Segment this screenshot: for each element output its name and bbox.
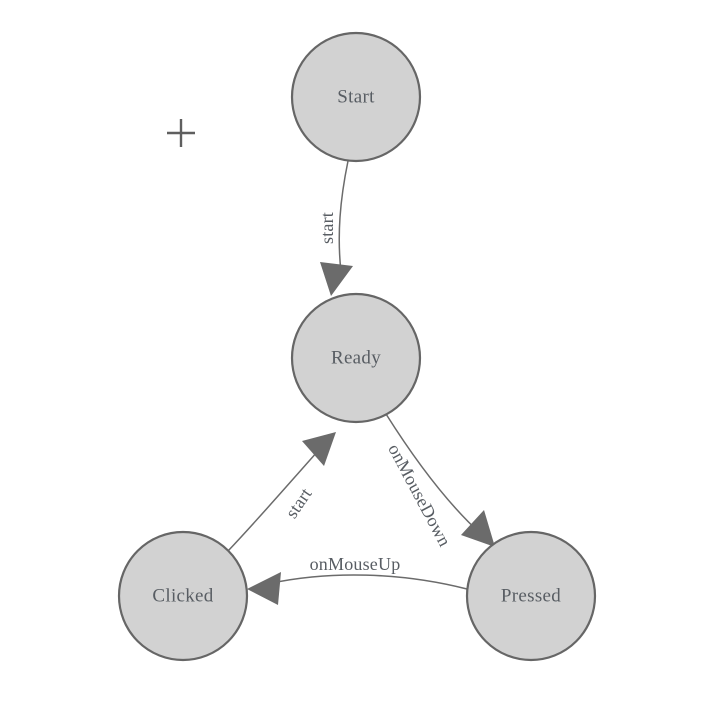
- node-label-start: Start: [337, 86, 375, 107]
- arrowhead-ready-to-pressed: [461, 510, 495, 547]
- edge-label-pressed-to-clicked: onMouseUp: [310, 554, 401, 574]
- edge-path-ready-to-pressed[interactable]: [385, 413, 482, 535]
- edge-pressed-to-clicked[interactable]: onMouseUp: [247, 554, 468, 605]
- node-label-ready: Ready: [331, 347, 381, 368]
- edge-path-start-to-ready[interactable]: [338, 160, 349, 273]
- edge-clicked-to-ready[interactable]: start: [227, 432, 336, 552]
- node-pressed[interactable]: Pressed: [465, 530, 597, 662]
- edge-start-to-ready[interactable]: start: [317, 160, 353, 296]
- arrowhead-start-to-ready: [320, 262, 353, 296]
- node-circle-ready[interactable]: [290, 292, 422, 424]
- edge-path-clicked-to-ready[interactable]: [227, 450, 319, 552]
- node-start[interactable]: Start: [290, 31, 422, 163]
- edge-path-pressed-to-clicked[interactable]: [271, 574, 468, 590]
- arrowhead-pressed-to-clicked: [247, 572, 281, 605]
- node-circle-start[interactable]: [290, 31, 422, 163]
- node-circle-pressed[interactable]: [465, 530, 597, 662]
- node-clicked[interactable]: Clicked: [117, 530, 249, 662]
- node-ready[interactable]: Ready: [290, 292, 422, 424]
- edge-label-start-to-ready: start: [317, 212, 337, 244]
- node-circle-clicked[interactable]: [117, 530, 249, 662]
- node-label-pressed: Pressed: [501, 585, 561, 606]
- arrowhead-clicked-to-ready: [302, 432, 336, 466]
- edge-label-clicked-to-ready: start: [281, 484, 315, 522]
- node-label-clicked: Clicked: [152, 585, 213, 606]
- edge-ready-to-pressed[interactable]: onMouseDown: [384, 413, 495, 550]
- plus-marker[interactable]: [167, 119, 195, 147]
